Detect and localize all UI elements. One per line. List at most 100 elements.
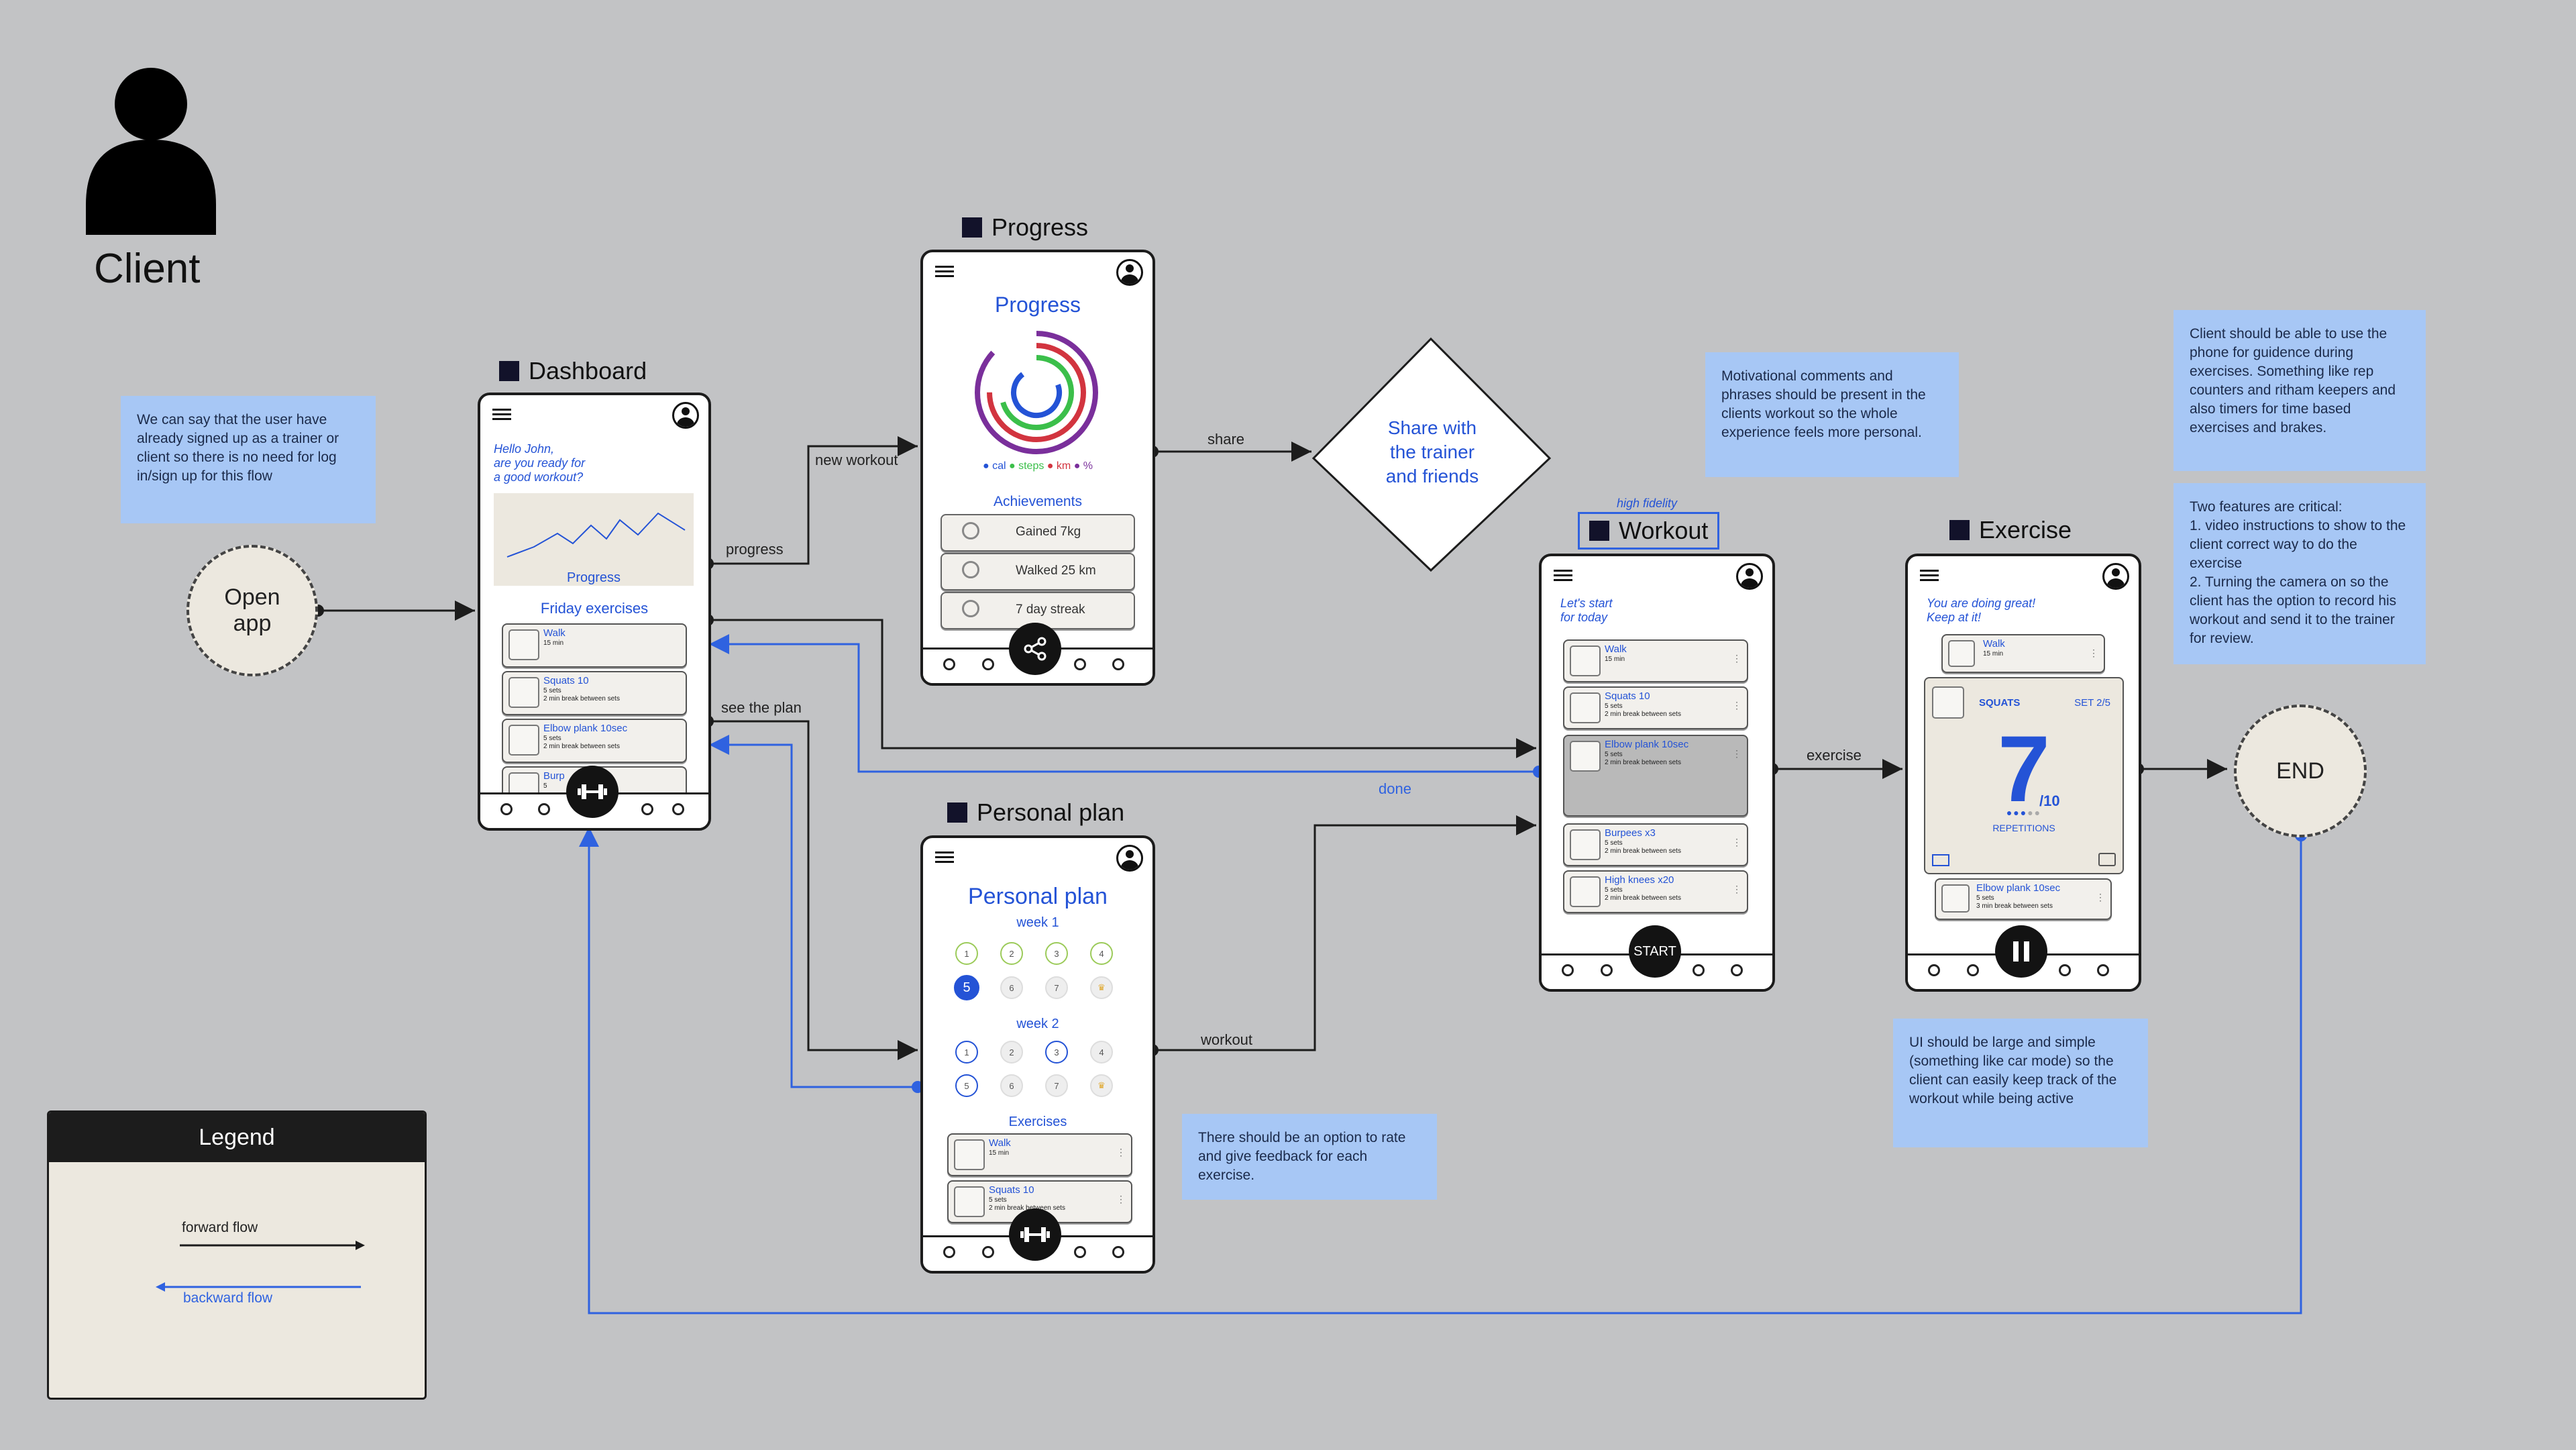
nav-dot[interactable]	[1731, 964, 1743, 976]
personal-plan-phone: Personal plan week 1 1 2 3 4 5 6 7 ♛ wee…	[920, 835, 1155, 1274]
list-item[interactable]: Squats 105 sets 2 min break between sets…	[947, 1180, 1132, 1223]
menu-icon[interactable]	[492, 409, 511, 421]
day-circle[interactable]: 7	[1045, 976, 1068, 999]
avatar-icon[interactable]	[672, 402, 699, 429]
day-circle[interactable]: 5	[955, 1074, 978, 1097]
achievement-item[interactable]: Walked 25 km	[941, 553, 1135, 590]
day-circle[interactable]: 7	[1045, 1074, 1068, 1097]
dashboard-chart[interactable]: Progress	[494, 493, 694, 586]
menu-icon[interactable]	[1920, 570, 1939, 582]
day-circle[interactable]: 3	[1045, 1041, 1068, 1064]
dashboard-chart-line	[506, 512, 686, 558]
share-icon[interactable]	[1009, 623, 1061, 675]
note-motivational: Motivational comments and phrases should…	[1705, 352, 1959, 477]
nav-dot[interactable]	[1112, 658, 1124, 670]
video-icon[interactable]	[1932, 854, 1949, 866]
avatar-icon[interactable]	[2102, 563, 2129, 590]
pause-icon[interactable]	[1995, 925, 2047, 978]
nav-dot[interactable]	[1928, 964, 1940, 976]
exercise-greeting: You are doing great!Keep at it!	[1927, 597, 2036, 624]
day-circle[interactable]: 1	[955, 942, 978, 965]
menu-icon[interactable]	[1554, 570, 1572, 582]
day-circle[interactable]: 6	[1000, 976, 1023, 999]
rep-total: /10	[2039, 792, 2060, 809]
nav-dot[interactable]	[1562, 964, 1574, 976]
nav-dot[interactable]	[1074, 658, 1086, 670]
set-indicator: SET 2/5	[2074, 697, 2110, 709]
nav-dot[interactable]	[641, 803, 653, 815]
trophy-icon[interactable]: ♛	[1090, 1074, 1113, 1097]
progress-legend: ● cal ● steps ● km ● %	[982, 460, 1093, 472]
current-exercise-card[interactable]: SQUATS SET 2/5 7 /10 ●●●●● REPETITIONS	[1924, 677, 2124, 874]
progress-title: Progress	[994, 293, 1081, 317]
day-circle-current[interactable]: 5	[954, 975, 979, 1000]
nav-dot[interactable]	[1112, 1246, 1124, 1258]
edge-progress: progress	[726, 541, 784, 558]
note-signed-up: We can say that the user have already si…	[121, 396, 376, 523]
legend: Legend forward flow backward flow	[47, 1110, 427, 1400]
avatar-icon[interactable]	[1116, 259, 1143, 286]
nav-dot[interactable]	[1967, 964, 1979, 976]
menu-icon[interactable]	[935, 266, 954, 278]
nav-dot[interactable]	[943, 1246, 955, 1258]
plan-title: Personal plan	[968, 884, 1108, 909]
day-circle[interactable]: 2	[1000, 942, 1023, 965]
exercise-name: SQUATS	[1979, 697, 2021, 709]
nav-dot[interactable]	[672, 803, 684, 815]
exercises-title: Exercises	[1008, 1115, 1067, 1129]
week2-label: week 2	[1016, 1017, 1059, 1031]
nav-dot[interactable]	[982, 1246, 994, 1258]
frame-title-personal-plan: Personal plan	[947, 798, 1124, 827]
dumbbell-icon[interactable]	[1009, 1208, 1061, 1261]
nav-dot[interactable]	[500, 803, 513, 815]
achievement-item[interactable]: Gained 7kg	[941, 514, 1135, 552]
achievements-title: Achievements	[994, 494, 1082, 509]
trophy-icon[interactable]: ♛	[1090, 976, 1113, 999]
nav-dot[interactable]	[1074, 1246, 1086, 1258]
note-guidance: Client should be able to use the phone f…	[2174, 310, 2426, 471]
nav-dot[interactable]	[943, 658, 955, 670]
day-circle[interactable]: 1	[955, 1041, 978, 1064]
rep-progress-dots: ●●●●●	[2006, 807, 2042, 818]
legend-title: Legend	[49, 1112, 425, 1162]
day-circle[interactable]: 4	[1090, 1041, 1113, 1064]
menu-icon[interactable]	[935, 851, 954, 864]
edge-done: done	[1379, 780, 1411, 797]
client-label: Client	[94, 246, 201, 292]
start-button[interactable]: START	[1629, 925, 1681, 978]
nav-dot[interactable]	[1601, 964, 1613, 976]
nav-dot[interactable]	[2097, 964, 2109, 976]
reps-label: REPETITIONS	[1992, 823, 2055, 833]
client-person-icon	[86, 68, 216, 235]
day-circle[interactable]: 2	[1000, 1041, 1023, 1064]
note-ui-large: UI should be large and simple (something…	[1893, 1019, 2148, 1147]
dumbbell-icon[interactable]	[566, 766, 619, 818]
legend-forward-label: forward flow	[182, 1220, 258, 1235]
day-circle[interactable]: 3	[1045, 942, 1068, 965]
camera-icon[interactable]	[2098, 853, 2116, 866]
note-features: Two features are critical: 1. video inst…	[2174, 483, 2426, 664]
nav-dot[interactable]	[982, 658, 994, 670]
day-circle[interactable]: 6	[1000, 1074, 1023, 1097]
avatar-icon[interactable]	[1116, 845, 1143, 872]
avatar-icon[interactable]	[1736, 563, 1763, 590]
nav-dot[interactable]	[1693, 964, 1705, 976]
nav-dot[interactable]	[538, 803, 550, 815]
dashboard-section-title: Friday exercises	[540, 600, 649, 617]
day-circle[interactable]: 4	[1090, 942, 1113, 965]
nav-dot[interactable]	[2059, 964, 2071, 976]
